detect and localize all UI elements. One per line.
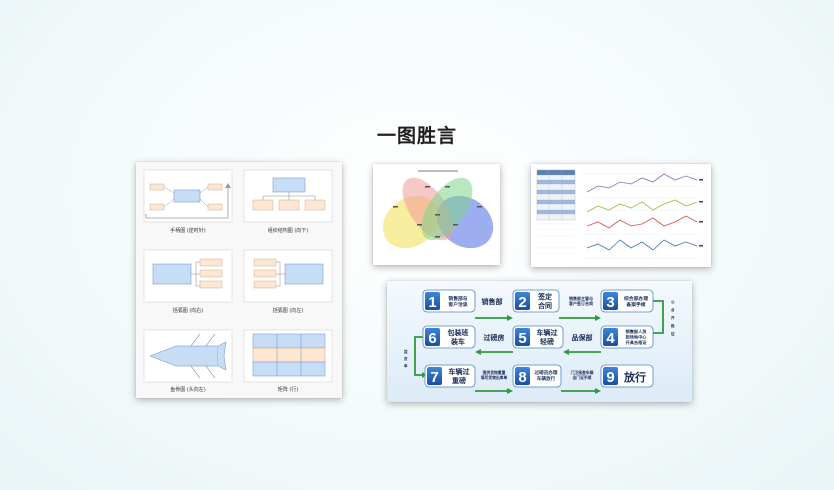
svg-text:6: 6 [428, 330, 436, 347]
flow-step-7: 7 车辆过 重磅 [424, 364, 476, 388]
svg-text:备案手续: 备案手续 [625, 301, 645, 308]
svg-text:货: 货 [403, 356, 408, 361]
flow-step-1: 1 销售部与 客户洽谈 [422, 289, 476, 313]
template-label: 手柄图 (逆时针) [170, 227, 206, 234]
svg-text:7: 7 [430, 369, 438, 386]
svg-text:3: 3 [606, 294, 614, 311]
line-chart-image[interactable] [531, 164, 711, 267]
svg-text:开具合格证: 开具合格证 [626, 339, 648, 346]
svg-text:车辆过: 车辆过 [449, 367, 470, 376]
svg-text:轻磅: 轻磅 [540, 337, 554, 346]
svg-text:9: 9 [606, 369, 614, 386]
venn-diagram-graphic [373, 164, 500, 265]
template-gallery-graphic: 手柄图 (逆时针) 组织结构图 (向下) 括弧图 (向右) 括弧图 (向左) 鱼… [136, 162, 342, 398]
svg-text:4: 4 [606, 330, 615, 347]
svg-text:装车: 装车 [450, 337, 465, 346]
svg-text:提: 提 [404, 349, 408, 354]
process-flow-graphic: 1 销售部与 客户洽谈 销售部 2 签定 合同 销售部主管与 客户签订合同 3 … [387, 281, 692, 402]
svg-text:过磅员办理: 过磅员办理 [535, 369, 558, 376]
svg-text:签定: 签定 [537, 292, 552, 301]
flow-step-4: 4 销售部人员 到场地中心 开具合格证 [600, 325, 654, 349]
flow-step-2: 2 签定 合同 [512, 289, 560, 313]
svg-text:重磅: 重磅 [452, 376, 466, 385]
flow-step-3: 3 综合部办理 备案手续 [600, 289, 654, 313]
venn-diagram-image[interactable] [373, 164, 500, 265]
svg-text:门卫核查车辆: 门卫核查车辆 [571, 370, 594, 375]
svg-text:2: 2 [518, 294, 526, 311]
svg-text:8: 8 [518, 369, 526, 386]
template-label: 组织结构图 (向下) [268, 227, 309, 234]
svg-text:综合部办理: 综合部办理 [624, 295, 648, 302]
svg-text:销售部人员: 销售部人员 [626, 328, 648, 335]
svg-text:客户签订合同: 客户签订合同 [568, 300, 593, 306]
svg-text:单: 单 [404, 363, 408, 368]
flow-step-5: 5 车辆过 轻磅 [512, 325, 564, 349]
line-chart-graphic [531, 164, 711, 267]
flow-step-6: 6 包装班 装车 [422, 325, 476, 349]
process-flow-image[interactable]: 1 销售部与 客户洽谈 销售部 2 签定 合同 销售部主管与 客户签订合同 3 … [387, 281, 692, 402]
svg-text:提供货物重量: 提供货物重量 [483, 370, 506, 375]
template-label: 矩阵 (行) [278, 386, 299, 393]
flow-step-8: 8 过磅员办理 车辆放行 [512, 364, 562, 388]
template-label: 括弧图 (向左) [273, 307, 304, 314]
svg-text:公: 公 [671, 299, 675, 304]
page-title: 一图胜言 [376, 125, 457, 147]
svg-text:5: 5 [518, 330, 526, 347]
svg-text:合同: 合同 [537, 301, 552, 310]
template-gallery-image[interactable]: 手柄图 (逆时针) 组织结构图 (向下) 括弧图 (向右) 括弧图 (向左) 鱼… [136, 162, 342, 398]
template-label: 括弧图 (向右) [173, 307, 204, 314]
svg-text:车辆放行: 车辆放行 [537, 375, 556, 382]
template-label: 鱼骨图 (头向左) [170, 386, 206, 393]
svg-text:包装班: 包装班 [448, 328, 469, 337]
svg-text:开: 开 [671, 315, 675, 320]
svg-text:放行: 放行 [623, 370, 646, 384]
svg-text:格: 格 [670, 323, 675, 328]
flow-label-sales: 销售部 [481, 297, 503, 306]
svg-text:销售部与: 销售部与 [448, 295, 467, 302]
svg-text:证: 证 [671, 331, 675, 336]
svg-text:客户洽谈: 客户洽谈 [447, 301, 467, 308]
svg-text:1: 1 [428, 294, 436, 311]
flow-label-quality: 品保部 [572, 333, 593, 342]
svg-text:车辆过: 车辆过 [537, 328, 558, 337]
svg-text:销售部主管与: 销售部主管与 [569, 295, 593, 301]
svg-text:合: 合 [670, 307, 675, 312]
flow-label-weighroom: 过磅房 [484, 333, 505, 342]
svg-text:到场地中心: 到场地中心 [626, 334, 648, 341]
svg-text:出门证手续: 出门证手续 [573, 375, 592, 380]
svg-text:填写货物出库单: 填写货物出库单 [481, 375, 508, 380]
flow-step-9: 9 放行 [600, 364, 654, 388]
